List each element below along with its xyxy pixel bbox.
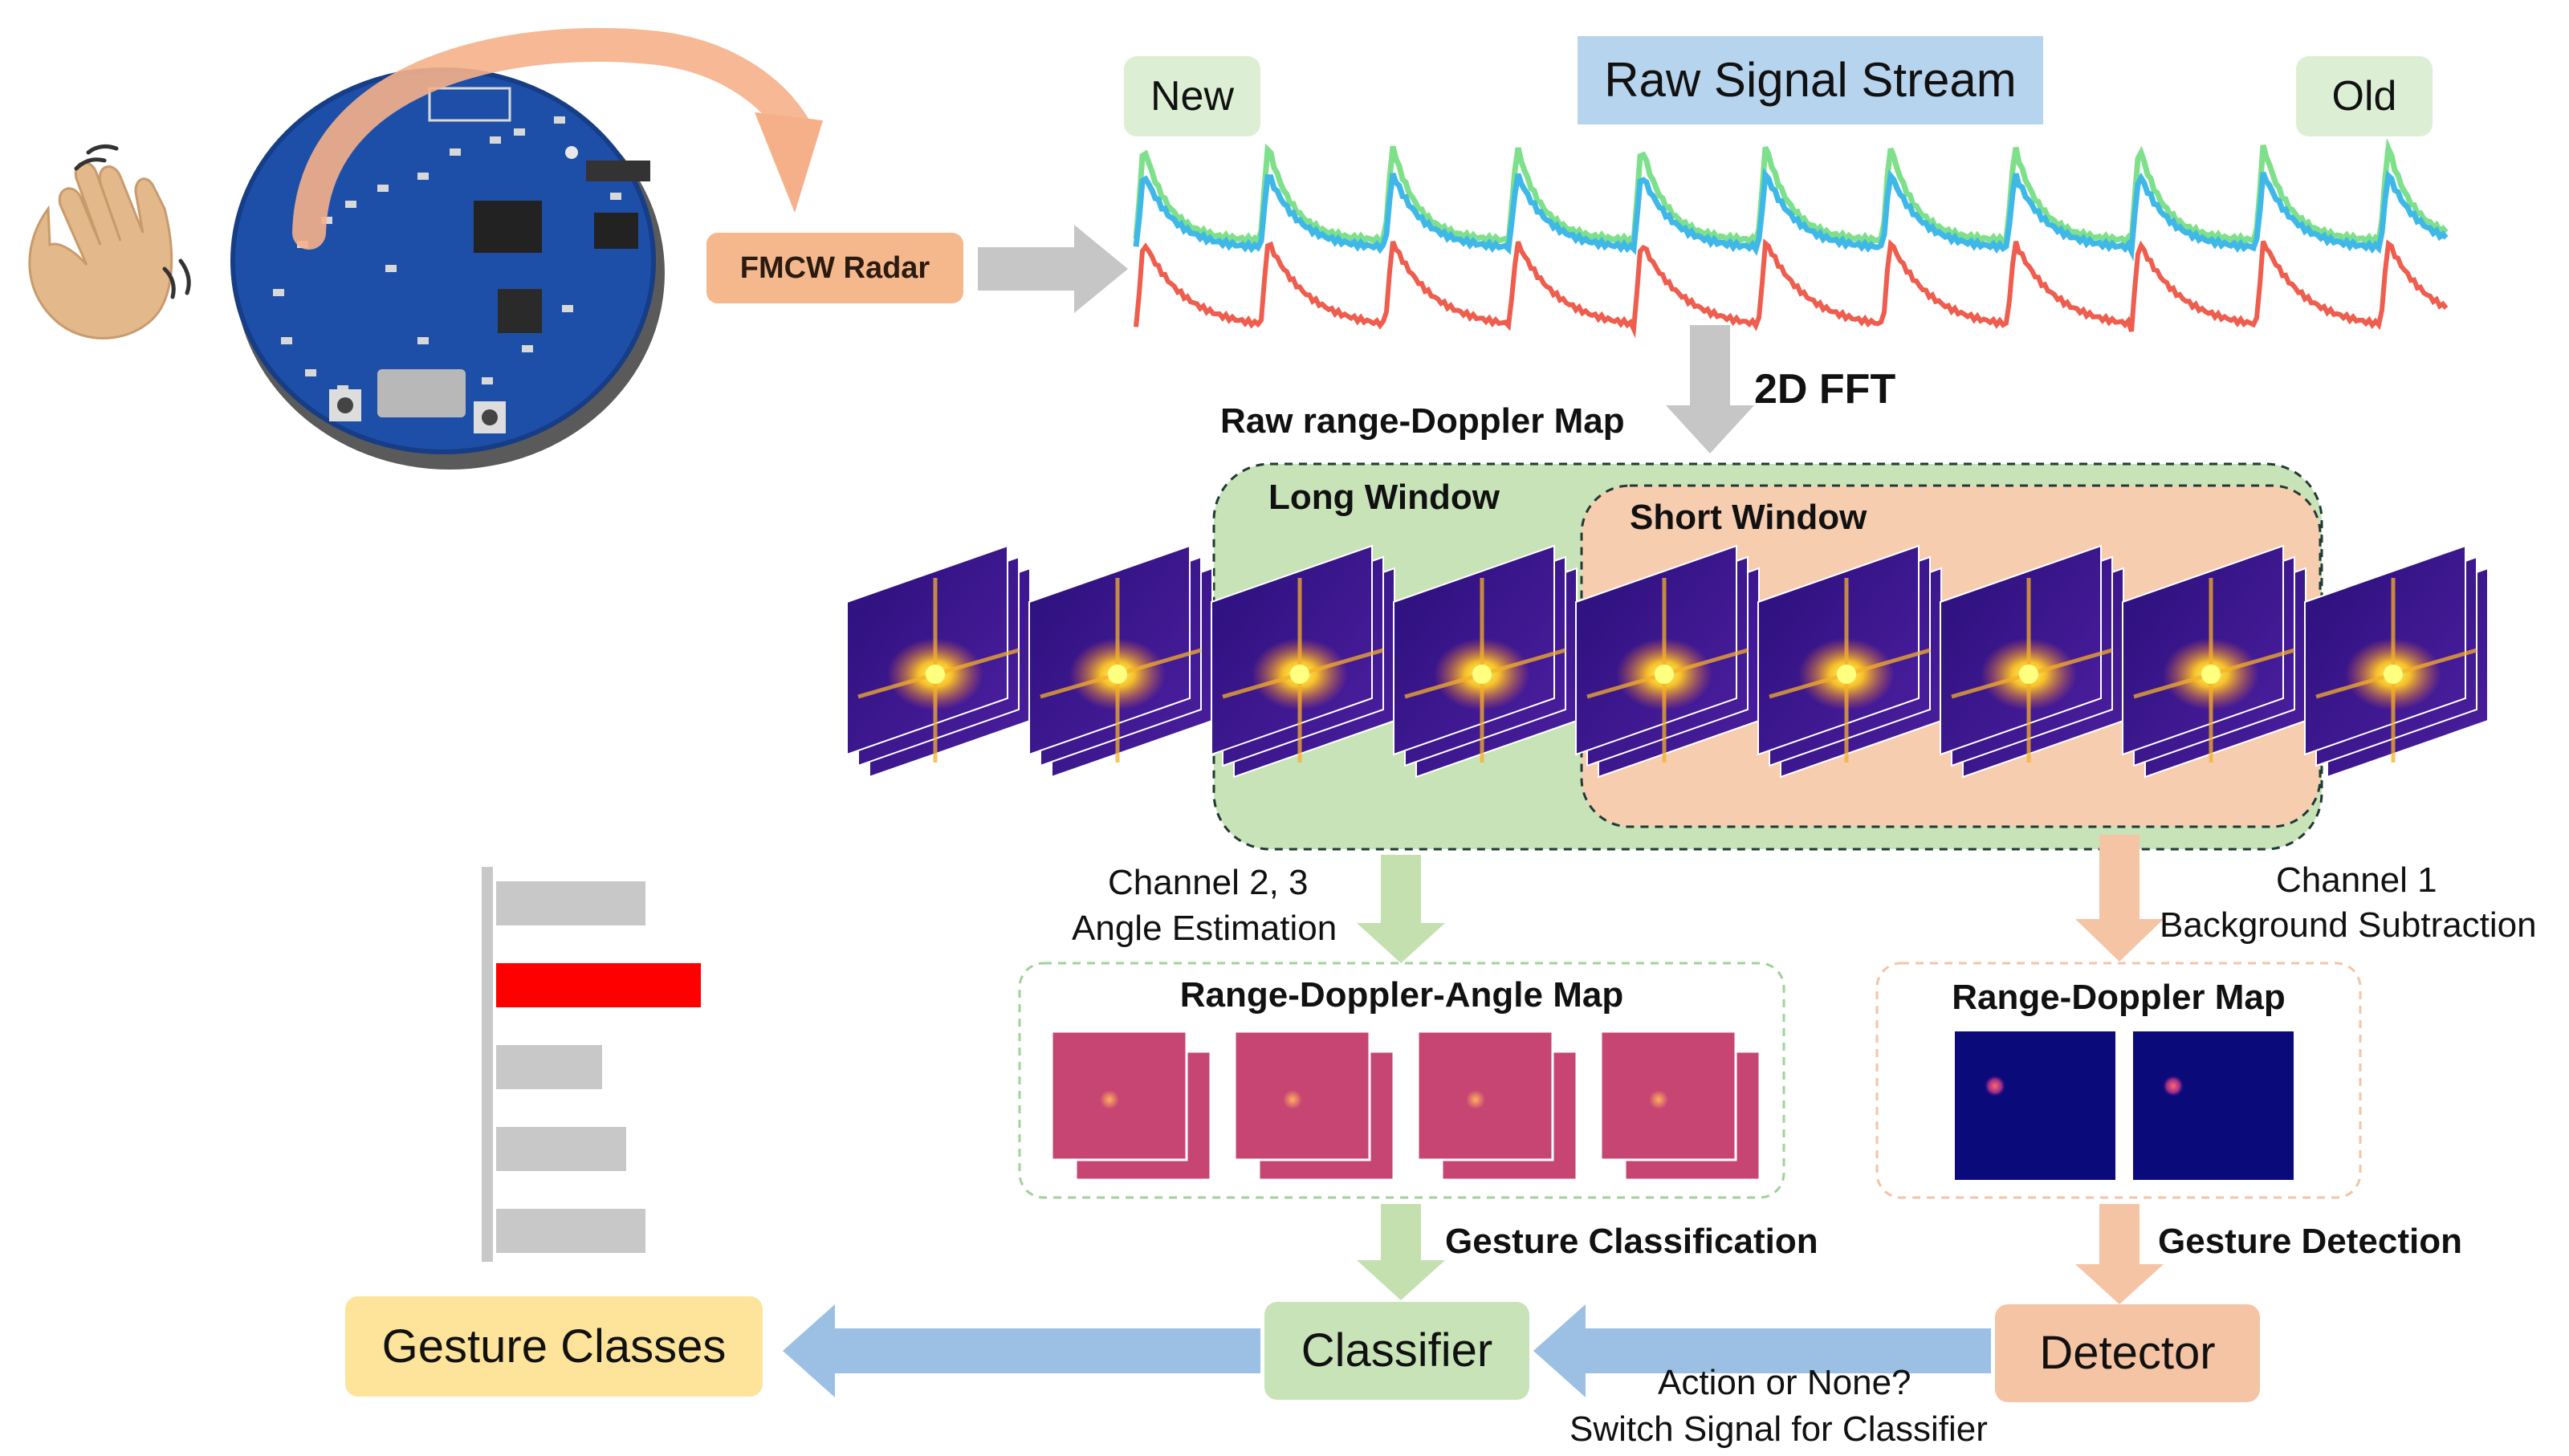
radar-circuit-board-icon <box>230 67 665 470</box>
doppler-map <box>1955 1031 2115 1180</box>
fft-arrow <box>1666 325 1754 453</box>
classifier-to-output-arrow <box>783 1304 1260 1397</box>
classifier-label: Classifier <box>1301 1324 1493 1377</box>
range-doppler-frame <box>2122 544 2306 779</box>
raw-map-label: Raw range-Doppler Map <box>1220 401 1625 441</box>
output-bar <box>496 1209 645 1253</box>
gesture-classes-label: Gesture Classes <box>381 1320 727 1373</box>
signal-blue-trace <box>1133 168 2449 262</box>
angle-branch-arrow <box>1357 855 1445 963</box>
gesture-classes-box <box>345 1296 763 1397</box>
range-doppler-frame <box>1028 544 1213 779</box>
fft-label: 2D FFT <box>1754 366 1896 413</box>
angle-map <box>1050 1030 1212 1181</box>
signal-green-trace <box>1133 137 2449 253</box>
doppler-map <box>2133 1031 2294 1180</box>
range-doppler-frame <box>1575 544 1760 779</box>
output-bar-axis <box>482 867 493 1262</box>
background-subtraction-label: Background Subtraction <box>2160 905 2537 945</box>
range-doppler-frames <box>846 544 2489 779</box>
old-tag <box>2296 56 2433 136</box>
detection-arrow <box>2075 1204 2164 1304</box>
angle-map <box>1599 1030 1761 1181</box>
output-bar <box>496 1127 626 1171</box>
stream-title-box <box>1578 36 2043 124</box>
detector-label: Detector <box>2039 1327 2216 1379</box>
angle-estimation-label: Angle Estimation <box>1072 909 1337 948</box>
short-window-label: Short Window <box>1630 498 1867 537</box>
range-doppler-frame <box>2304 544 2489 779</box>
range-doppler-frame <box>1940 544 2124 779</box>
switch-question-label: Action or None? <box>1658 1363 1911 1402</box>
motion-curve-arrow <box>292 27 812 250</box>
range-doppler-frame <box>1757 544 1942 779</box>
radar-to-stream-arrow <box>978 225 1128 313</box>
signal-red-trace <box>1134 238 2449 339</box>
new-label: New <box>1150 73 1235 120</box>
motion-curve-arrowhead <box>755 112 823 213</box>
output-bar <box>496 1045 602 1089</box>
background-channel-label: Channel 1 <box>2276 860 2437 900</box>
angle-maps <box>1050 1030 1761 1181</box>
doppler-maps <box>1955 1031 2294 1180</box>
detector-to-classifier-arrow <box>1533 1304 1991 1397</box>
background-branch-arrow <box>2075 835 2164 962</box>
detector-box <box>1995 1304 2260 1402</box>
radar-box <box>706 233 963 303</box>
range-doppler-frame <box>846 544 1031 779</box>
classifier-box <box>1264 1302 1529 1400</box>
output-bar <box>496 881 645 925</box>
new-tag <box>1124 56 1260 136</box>
angle-map <box>1416 1030 1578 1181</box>
angle-map <box>1233 1030 1395 1181</box>
angle-map-panel <box>1018 962 1785 1199</box>
output-bar-selected <box>496 963 701 1007</box>
doppler-map-panel <box>1875 962 2362 1199</box>
classification-arrow <box>1357 1204 1445 1300</box>
doppler-map-title: Range-Doppler Map <box>1952 978 2286 1017</box>
range-doppler-frame <box>1211 544 1395 779</box>
detection-step-label: Gesture Detection <box>2158 1222 2462 1261</box>
radar-label: FMCW Radar <box>739 251 930 285</box>
range-doppler-frame <box>1393 544 1578 779</box>
waving-hand-icon <box>28 144 191 340</box>
angle-map-title: Range-Doppler-Angle Map <box>1179 975 1624 1015</box>
output-bar-chart <box>496 881 701 1253</box>
switch-signal-label: Switch Signal for Classifier <box>1569 1409 1988 1449</box>
stream-title: Raw Signal Stream <box>1604 53 2017 107</box>
raw-signal-waveforms <box>1133 137 2449 339</box>
angle-channel-label: Channel 2, 3 <box>1108 863 1309 902</box>
classification-step-label: Gesture Classification <box>1445 1222 1818 1261</box>
long-window-label: Long Window <box>1268 478 1500 517</box>
old-label: Old <box>2331 73 2397 120</box>
